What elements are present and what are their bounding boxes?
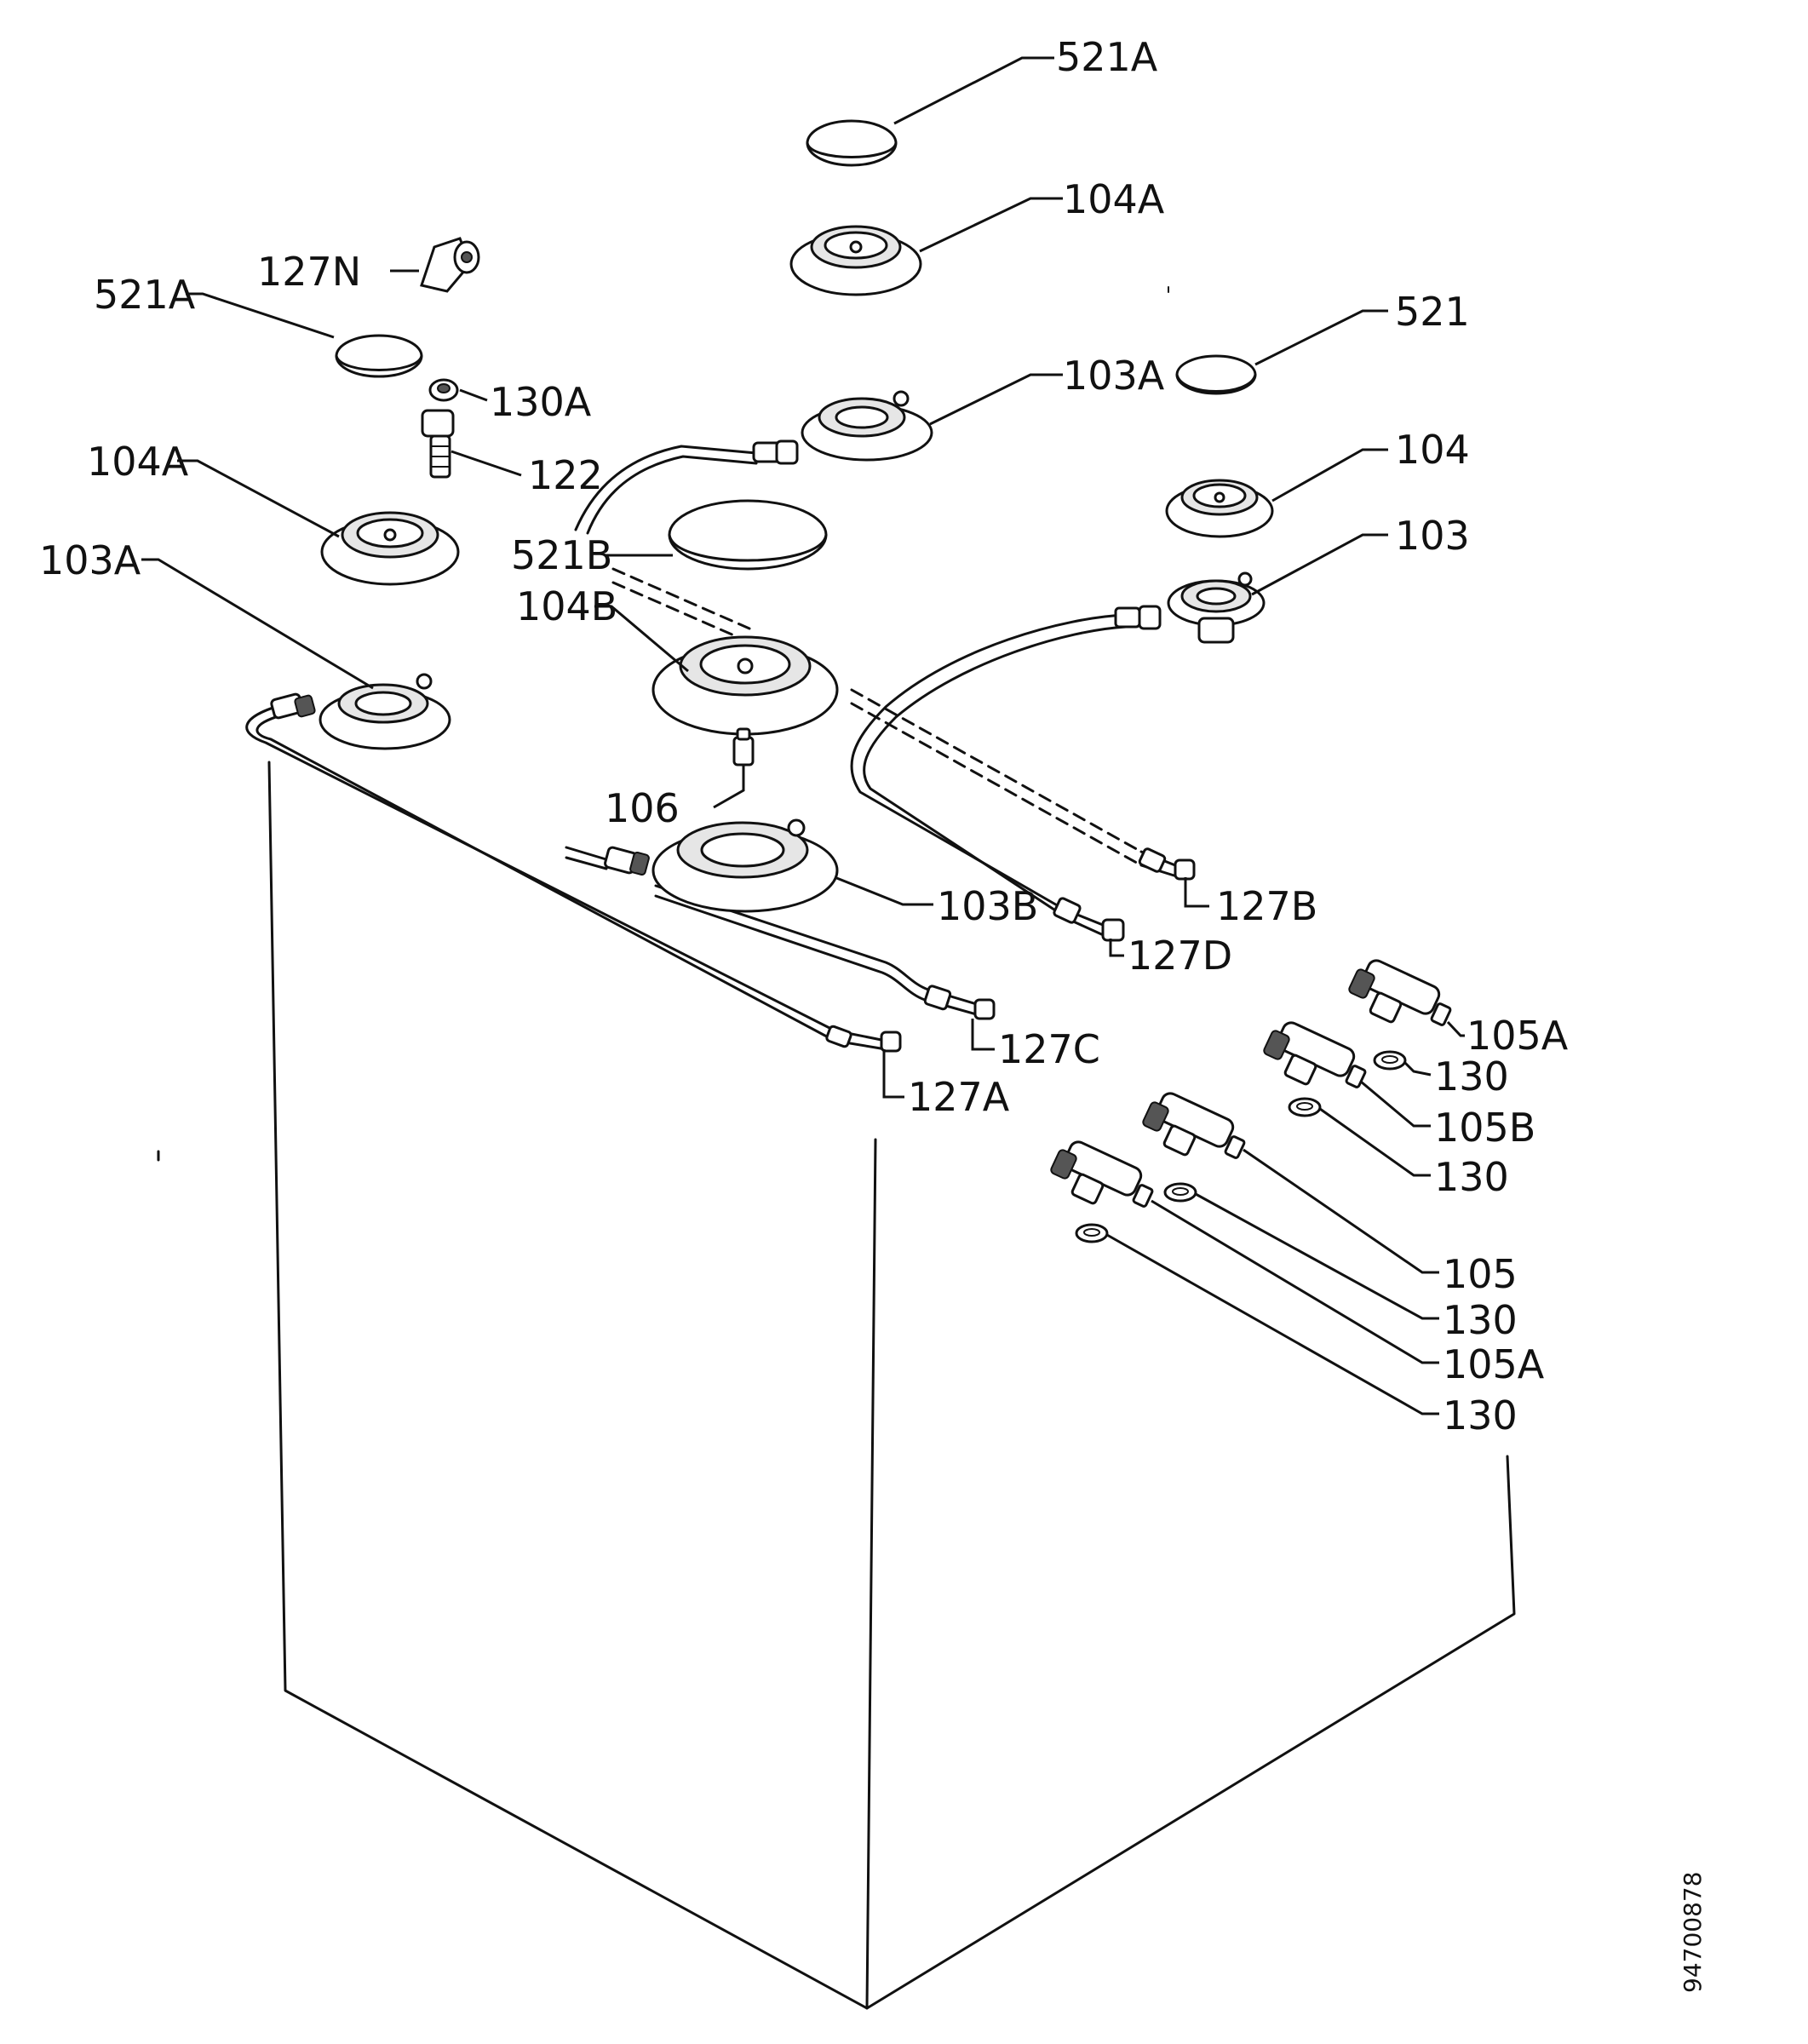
label-105a-upper: 105A (1466, 1013, 1569, 1059)
burner-head-104a-left (320, 511, 460, 586)
label-127c: 127C (998, 1026, 1100, 1072)
label-104a-top: 104A (1063, 176, 1165, 222)
label-127n: 127N (257, 249, 361, 295)
label-130-c: 130 (1443, 1297, 1518, 1343)
label-104a-left: 104A (87, 439, 189, 485)
washer-130-c (1163, 1182, 1197, 1203)
burner-body-103b-center (651, 818, 839, 913)
elbow-127n (420, 237, 480, 293)
cap-521b-center (668, 499, 828, 571)
burner-body-103a-left (319, 673, 451, 750)
label-103a-top: 103A (1063, 353, 1165, 399)
washer-130a (428, 378, 459, 402)
part-labels: 521A 104A 127N 521A 521 130A 103A 122 10… (39, 34, 1569, 1438)
label-127a: 127A (908, 1074, 1010, 1120)
hob-gas-pipes (245, 439, 1196, 1053)
label-105b: 105B (1434, 1105, 1535, 1151)
washer-130-d (1075, 1223, 1109, 1243)
label-106: 106 (605, 785, 680, 831)
burner-body-103a-top (801, 390, 933, 462)
label-130-a: 130 (1434, 1054, 1509, 1100)
label-103: 103 (1395, 513, 1470, 559)
label-105a-lower: 105A (1443, 1341, 1545, 1387)
gas-tap-105b (1263, 1021, 1367, 1088)
label-130a: 130A (490, 379, 592, 425)
label-127b: 127B (1216, 883, 1317, 929)
label-104b: 104B (516, 583, 617, 629)
label-521: 521 (1395, 289, 1470, 335)
label-103b: 103B (937, 883, 1038, 929)
label-130-b: 130 (1434, 1154, 1509, 1200)
nipple-122 (421, 409, 455, 479)
burner-head-104a-top (789, 225, 922, 296)
label-104: 104 (1395, 427, 1470, 473)
gas-tap-105a-upper (1348, 959, 1452, 1026)
burner-head-104-right (1165, 479, 1274, 538)
label-105: 105 (1443, 1251, 1518, 1297)
burner-body-103-right (1167, 571, 1266, 644)
cabinet-body (157, 286, 1516, 2010)
cap-521-right (1175, 354, 1257, 395)
label-130-d: 130 (1443, 1392, 1518, 1438)
label-521b: 521B (511, 532, 612, 578)
label-521a-left: 521A (94, 272, 196, 318)
gas-tap-105a-lower (1050, 1140, 1154, 1208)
injector-106 (732, 727, 755, 766)
leader-lines (141, 56, 1465, 1415)
cap-521a-left (335, 334, 423, 378)
gas-tap-105 (1142, 1092, 1246, 1159)
burner-head-104b-center (651, 635, 839, 736)
label-127d: 127D (1128, 933, 1232, 979)
label-103a-left: 103A (39, 537, 141, 583)
document-id: 94700878 (1679, 1871, 1707, 1993)
label-521a-top: 521A (1056, 34, 1158, 80)
washer-130-a (1373, 1050, 1407, 1071)
cap-521a-top (806, 119, 898, 167)
label-122: 122 (528, 452, 603, 498)
washer-130-b (1288, 1097, 1322, 1117)
